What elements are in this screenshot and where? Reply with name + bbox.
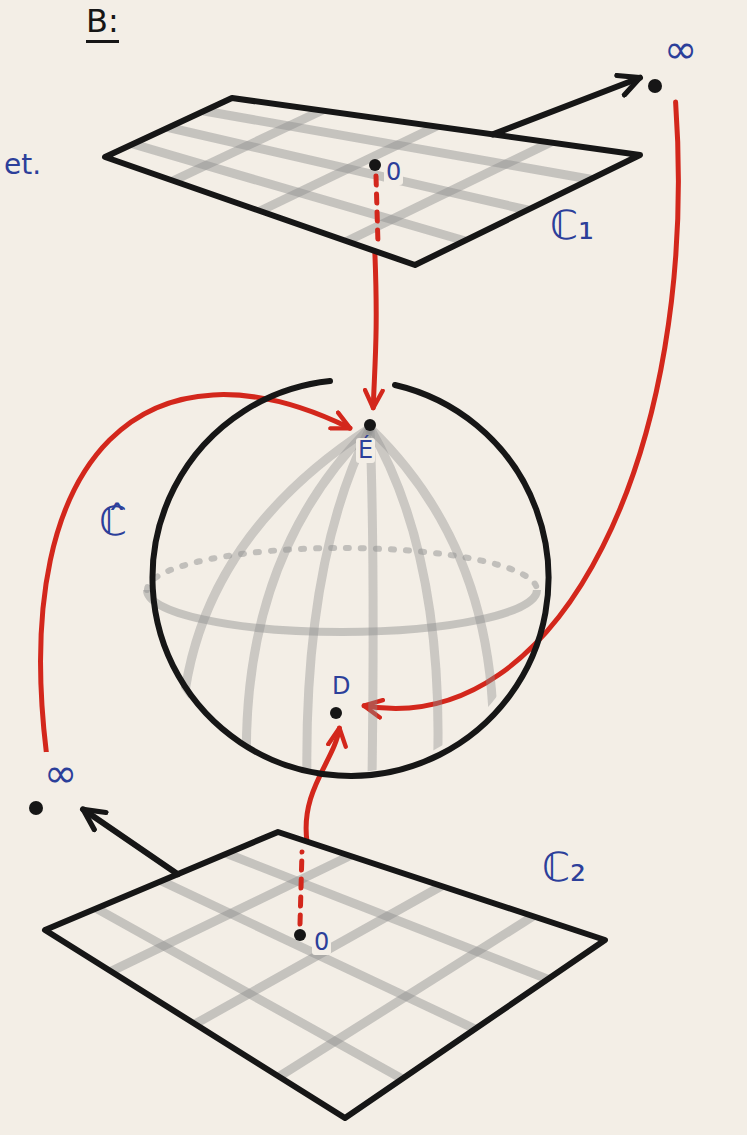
complex-plane: ℂ₂ 0 bbox=[40, 826, 610, 1124]
south-pole-point: D bbox=[322, 676, 364, 728]
riemann-sphere: ℂ̂ É D bbox=[95, 372, 547, 784]
riemann-sphere-outline bbox=[95, 372, 547, 784]
infinity-point: ∞ bbox=[18, 752, 83, 822]
limit-arrow bbox=[83, 809, 178, 874]
node-label: ℂ̂ bbox=[97, 500, 129, 542]
mapping-arrow bbox=[373, 251, 376, 408]
infinity-point: ∞ bbox=[640, 28, 706, 102]
node-label: ∞ bbox=[42, 752, 79, 794]
node-label: ℂ₁ bbox=[548, 204, 596, 246]
mapping-arrow bbox=[364, 102, 678, 708]
note-label: B: bbox=[86, 4, 119, 43]
note-label: et. bbox=[4, 150, 41, 181]
limit-arrow bbox=[493, 78, 640, 135]
node-label: ℂ₂ bbox=[540, 846, 588, 888]
node-label: 0 bbox=[384, 160, 403, 185]
complex-plane-outline bbox=[40, 826, 610, 1124]
node-label: D bbox=[330, 674, 352, 699]
node-label: ∞ bbox=[662, 28, 699, 70]
complex-plane: 0ℂ₁ bbox=[100, 92, 648, 272]
node-label: 0 bbox=[312, 930, 331, 955]
north-pole-point: É bbox=[350, 408, 394, 470]
node-label: É bbox=[356, 438, 375, 463]
